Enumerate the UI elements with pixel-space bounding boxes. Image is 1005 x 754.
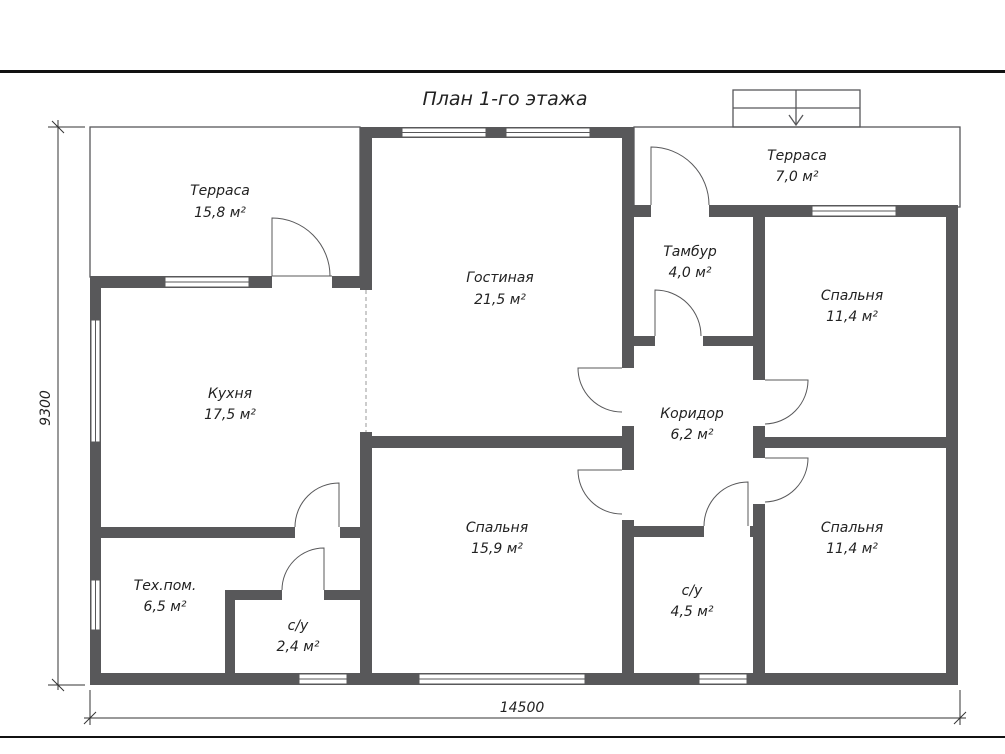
terrace-left-outline <box>89 126 361 278</box>
svg-text:Гостиная: Гостиная <box>466 270 533 286</box>
room-tech: Тех.пом. 6,5 м² <box>134 578 197 615</box>
windows <box>90 127 897 685</box>
doors <box>271 146 809 600</box>
room-wc-left: с/у 2,4 м² <box>277 618 320 655</box>
dimension-height: 9300 <box>38 120 85 692</box>
room-kitchen: Кухня 17,5 м² <box>204 386 256 423</box>
svg-text:15,8 м²: 15,8 м² <box>194 205 246 221</box>
room-terrace-left: Терраса 15,8 м² <box>190 183 250 221</box>
svg-text:21,5 м²: 21,5 м² <box>474 292 526 308</box>
dimension-width: 14500 <box>83 690 967 725</box>
svg-text:6,5 м²: 6,5 м² <box>144 599 187 615</box>
room-bedroom-bottom-right: Спальня 11,4 м² <box>821 520 883 557</box>
svg-text:Терраса: Терраса <box>190 183 250 199</box>
frame-top-line <box>0 70 1005 73</box>
svg-text:Спальня: Спальня <box>821 288 883 304</box>
svg-text:11,4 м²: 11,4 м² <box>826 309 878 325</box>
svg-text:15,9 м²: 15,9 м² <box>471 541 523 557</box>
room-living: Гостиная 21,5 м² <box>466 270 533 308</box>
frame-bottom-line <box>0 736 1005 738</box>
svg-text:с/у: с/у <box>288 618 309 634</box>
entrance-steps <box>732 89 861 128</box>
svg-text:4,5 м²: 4,5 м² <box>671 604 714 620</box>
width-dimension-label: 14500 <box>500 700 545 716</box>
svg-text:с/у: с/у <box>682 583 703 599</box>
svg-text:7,0 м²: 7,0 м² <box>776 169 819 185</box>
room-bedroom-top-right: Спальня 11,4 м² <box>821 288 883 325</box>
svg-text:Тех.пом.: Тех.пом. <box>134 578 197 594</box>
room-vestibule: Тамбур 4,0 м² <box>663 244 717 281</box>
terrace-right-outline <box>633 126 961 208</box>
room-corridor: Коридор 6,2 м² <box>660 406 724 443</box>
room-terrace-right: Терраса 7,0 м² <box>767 148 827 185</box>
svg-text:Терраса: Терраса <box>767 148 827 164</box>
svg-text:17,5 м²: 17,5 м² <box>204 407 256 423</box>
svg-text:11,4 м²: 11,4 м² <box>826 541 878 557</box>
svg-text:Коридор: Коридор <box>660 406 724 422</box>
plan-title: План 1-го этажа <box>422 88 587 110</box>
svg-text:2,4 м²: 2,4 м² <box>277 639 320 655</box>
room-bedroom-center: Спальня 15,9 м² <box>466 520 528 557</box>
svg-text:Кухня: Кухня <box>208 386 252 402</box>
svg-text:Спальня: Спальня <box>821 520 883 536</box>
svg-text:4,0 м²: 4,0 м² <box>669 265 712 281</box>
svg-text:6,2 м²: 6,2 м² <box>671 427 714 443</box>
room-wc-right: с/у 4,5 м² <box>671 583 714 620</box>
height-dimension-label: 9300 <box>38 390 54 426</box>
svg-text:Тамбур: Тамбур <box>663 244 717 260</box>
svg-text:Спальня: Спальня <box>466 520 528 536</box>
